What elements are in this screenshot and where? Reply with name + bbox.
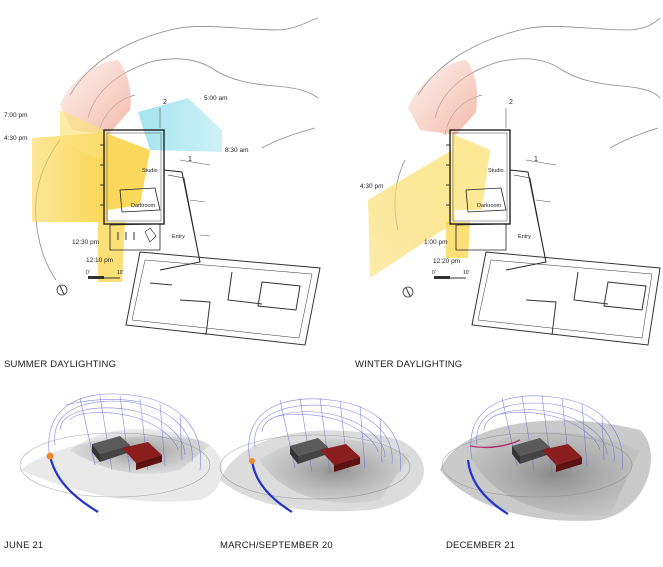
winter-marker-1: 1 bbox=[534, 156, 538, 163]
summer-section-lines bbox=[159, 108, 211, 237]
winter-plan: 4:30 pm 1:00 pm 12:20 pm Studio Darkroom… bbox=[360, 17, 661, 346]
summer-room-studio: Studio bbox=[142, 168, 158, 174]
summer-morning-wedge bbox=[138, 98, 222, 152]
summer-time-700pm: 7:00 pm bbox=[4, 112, 28, 119]
summer-time-500am: 5:00 am bbox=[204, 95, 228, 102]
summer-scale-ten: 10' bbox=[117, 270, 124, 276]
winter-north-arrow bbox=[402, 286, 414, 298]
winter-noon-strip bbox=[446, 222, 470, 258]
winter-lower-plan bbox=[471, 251, 661, 346]
equinox-sun-path-arc bbox=[250, 459, 293, 513]
winter-building bbox=[449, 129, 547, 271]
summer-window-marks bbox=[100, 144, 135, 240]
summer-evening-wedge bbox=[60, 60, 131, 135]
winter-time-1220pm: 12:20 pm bbox=[433, 258, 460, 265]
winter-scale-ten: 10' bbox=[463, 270, 470, 276]
sunpath-december bbox=[440, 395, 651, 521]
summer-time-830am: 8:30 am bbox=[225, 147, 249, 154]
winter-scale-bar bbox=[434, 276, 466, 279]
june-sun-position bbox=[46, 452, 54, 460]
winter-window-marks bbox=[446, 144, 450, 206]
summer-scale-zero: 0' bbox=[86, 270, 90, 276]
winter-afternoon-wedge bbox=[368, 150, 455, 278]
equinox-building bbox=[290, 438, 360, 472]
winter-room-studio: Studio bbox=[488, 168, 504, 174]
summer-evening-fill bbox=[60, 110, 108, 160]
december-winter-arc bbox=[469, 439, 521, 449]
december-building bbox=[512, 438, 582, 472]
june-ground-ellipse bbox=[19, 432, 211, 498]
winter-room-entry: Entry bbox=[518, 234, 531, 240]
december-sun-path-arc bbox=[466, 459, 509, 515]
summer-scale-bar bbox=[88, 276, 120, 279]
summer-room-darkroom: Darkroom bbox=[131, 203, 156, 209]
june-caption: JUNE 21 bbox=[4, 540, 44, 551]
winter-time-430pm: 4:30 pm bbox=[360, 183, 384, 190]
summer-time-1230pm: 12:30 pm bbox=[72, 239, 99, 246]
summer-time-1210pm: 12:10 pm bbox=[86, 257, 113, 264]
summer-north-arrow bbox=[56, 284, 68, 296]
summer-lower-plan bbox=[125, 251, 321, 346]
summer-plan: 7:00 pm 4:30 pm 5:00 am 8:30 am 12:30 pm… bbox=[4, 17, 321, 346]
winter-caption: WINTER DAYLIGHTING bbox=[355, 359, 463, 370]
december-caption: DECEMBER 21 bbox=[446, 540, 516, 551]
summer-marker-1: 1 bbox=[188, 156, 192, 163]
winter-studio-sunlight bbox=[452, 134, 490, 210]
june-building bbox=[92, 436, 162, 470]
summer-studio-sunlight bbox=[108, 134, 150, 210]
december-ground-ellipse bbox=[441, 432, 633, 498]
june-sun-path-arc bbox=[48, 455, 99, 513]
winter-marker-2: 2 bbox=[509, 99, 513, 106]
winter-time-100pm: 1:00 pm bbox=[424, 239, 448, 246]
summer-time-430pm: 4:30 pm bbox=[4, 135, 28, 142]
sunpath-june bbox=[19, 393, 223, 513]
sunpath-equinox bbox=[219, 397, 424, 513]
winter-scale-zero: 0' bbox=[432, 270, 436, 276]
winter-evening-wedge bbox=[408, 60, 477, 135]
equinox-ground-ellipse bbox=[219, 434, 411, 500]
summer-room-entry: Entry bbox=[172, 234, 185, 240]
summer-building bbox=[103, 129, 201, 271]
winter-section-lines bbox=[505, 108, 557, 203]
equinox-caption: MARCH/SEPTEMBER 20 bbox=[220, 540, 333, 551]
equinox-sun-position bbox=[249, 458, 255, 464]
summer-caption: SUMMER DAYLIGHTING bbox=[4, 359, 117, 370]
summer-marker-2: 2 bbox=[163, 99, 167, 106]
winter-room-darkroom: Darkroom bbox=[477, 203, 502, 209]
